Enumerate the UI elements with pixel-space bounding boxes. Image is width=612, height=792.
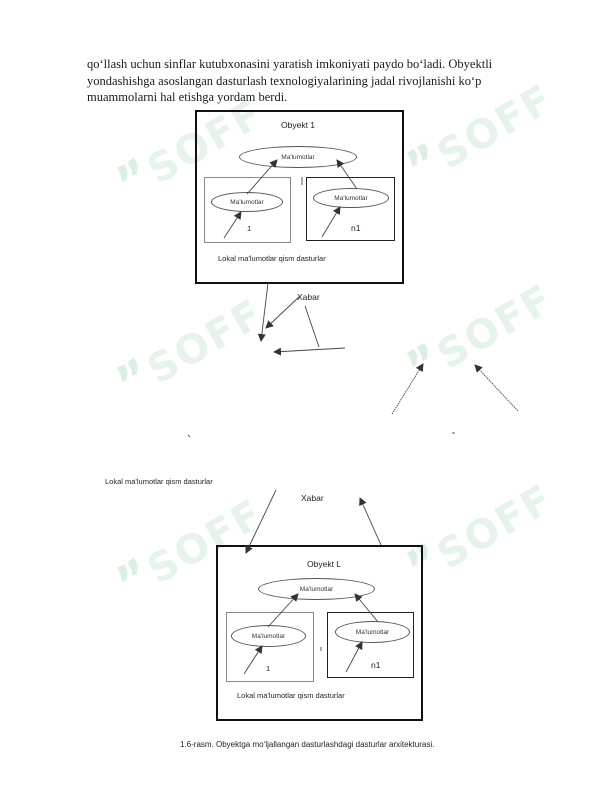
arrow	[245, 489, 277, 554]
object-box-top	[195, 110, 404, 284]
paragraph-line: qo‘llash uchun sinflar kutubxonasini yar…	[87, 57, 493, 71]
method-box-left-bottom	[226, 612, 314, 682]
index-right-bottom: n1	[371, 660, 381, 670]
figure-caption: 1.6-rasm. Obyektga mo‘ljallangan dasturl…	[180, 740, 435, 749]
index-left-bottom: 1	[266, 664, 271, 673]
object-box-bottom	[216, 545, 423, 721]
arrow	[354, 593, 379, 623]
object-title-bottom: Obyekt L	[307, 559, 342, 569]
arrow	[345, 641, 363, 673]
local-label-bottom: Lokal ma'lumotlar qism dasturlar	[237, 691, 345, 700]
arrow	[257, 282, 269, 342]
local-label-top: Lokal ma'lumotlar qism dasturlar	[218, 254, 326, 263]
data-oval-left-top: Ma'lumotlar	[211, 192, 283, 212]
object-title-top: Obyekt 1	[281, 120, 316, 130]
arrow	[265, 295, 301, 329]
tick	[187, 434, 191, 438]
arrow	[321, 206, 341, 238]
method-box-left-top	[204, 177, 291, 243]
paragraph-line: muammolarni hal etishga yordam berdi.	[87, 90, 288, 104]
arrow	[267, 593, 299, 628]
message-label-bottom: Xabar	[301, 493, 324, 503]
arrow	[273, 347, 346, 356]
data-oval-right-bottom: Ma'lumotlar	[335, 621, 410, 643]
data-oval-right-top: Ma'lumotlar	[313, 188, 389, 208]
paragraph-line: yondashishga asoslangan dasturlash texno…	[87, 73, 482, 88]
body-paragraph: qo‘llash uchun sinflar kutubxonasini yar…	[87, 56, 557, 106]
message-label-top: Xabar	[297, 292, 320, 302]
arrow	[246, 159, 278, 195]
arrow	[474, 364, 519, 412]
arrow	[391, 363, 424, 415]
index-left-top: 1	[247, 224, 252, 233]
arrow	[223, 211, 242, 239]
arrow	[336, 159, 358, 190]
data-oval-top: Ma'lumotlar	[239, 146, 357, 168]
data-oval-left-bottom: Ma'lumotlar	[231, 625, 306, 647]
data-oval-top-bottom: Ma'lumotlar	[258, 578, 375, 600]
arrow	[359, 497, 382, 546]
connector-line	[304, 305, 320, 348]
method-box-right-top	[306, 177, 395, 241]
local-label-outside: Lokal ma'lumotlar qism dasturlar	[105, 477, 213, 486]
arrow	[243, 645, 263, 675]
index-right-top: n1	[351, 223, 361, 233]
